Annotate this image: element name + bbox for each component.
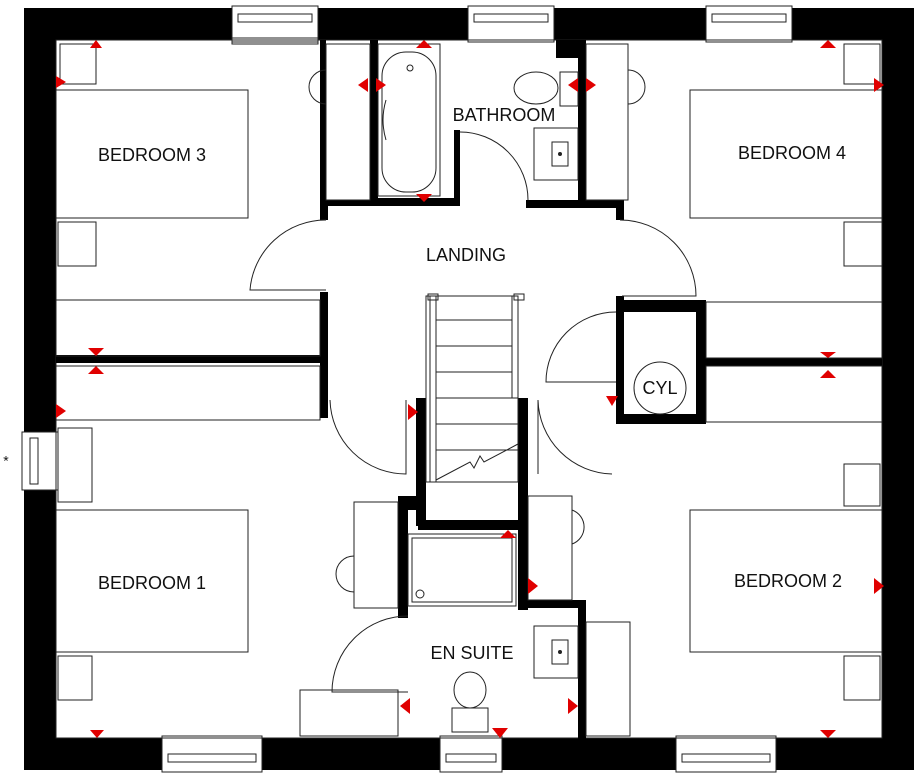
door-swings [249,131,697,693]
staircase [425,293,525,483]
bedside-tables [57,43,883,701]
label-bedroom-3: BEDROOM 3 [98,145,206,165]
side-window-marker: * [3,453,9,469]
label-bathroom: BATHROOM [453,105,556,125]
furniture-units [55,43,883,737]
label-bedroom-4: BEDROOM 4 [738,143,846,163]
label-cylinder: CYL [642,378,677,398]
label-en-suite: EN SUITE [430,643,513,663]
label-bedroom-1: BEDROOM 1 [98,573,206,593]
beds [55,89,883,653]
bath-fixtures [377,43,687,733]
socket-markers [56,40,884,738]
label-bedroom-2: BEDROOM 2 [734,571,842,591]
windows [21,5,793,773]
label-landing: LANDING [426,245,506,265]
internal-walls [56,40,882,740]
